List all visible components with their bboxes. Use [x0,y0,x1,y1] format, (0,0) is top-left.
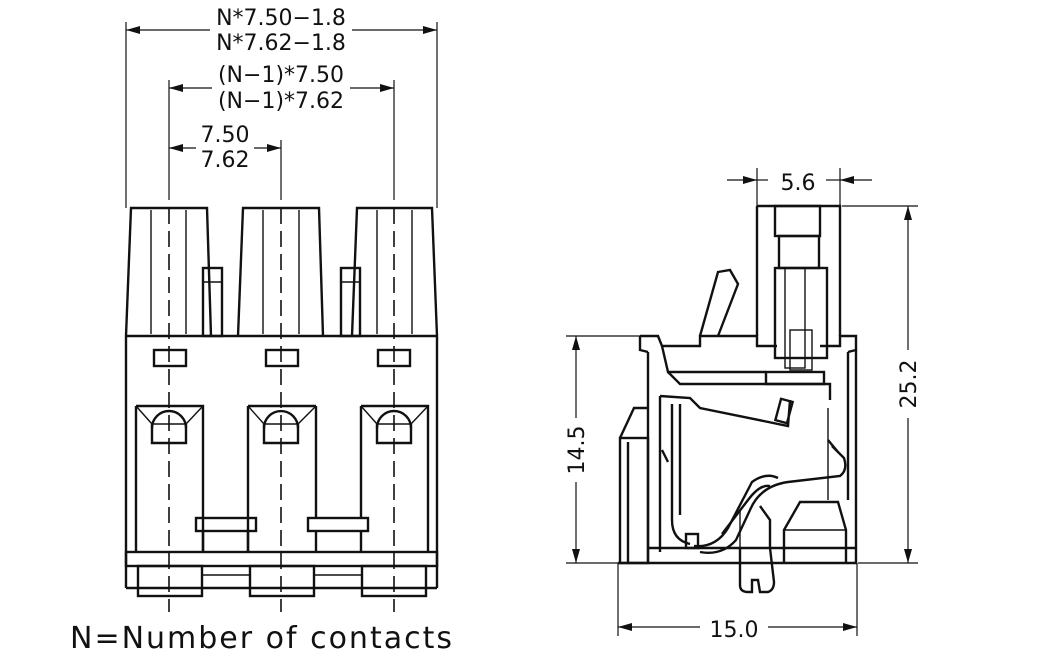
pitch-label-2: 7.62 [201,148,250,173]
total-height-dimension: 25.2 [842,205,922,564]
top-width-dimension: 5.6 [727,168,872,206]
top-width-label: 5.6 [781,171,816,196]
side-view: 5.6 25.2 14.5 [565,168,922,643]
side-base [618,500,857,594]
side-main-body [638,334,858,563]
span-dimension: (N−1)*7.50 (N−1)*7.62 [168,63,395,200]
bottom-width-label: 15.0 [710,618,759,643]
contacts-note: N=Number of contacts [70,621,454,656]
wire-entry-1 [134,404,205,552]
pitch-label-1: 7.50 [201,123,250,148]
body-height-dimension: 14.5 [565,335,640,564]
pin-centerlines [168,208,395,612]
upper-tongues [124,206,439,338]
overall-width-label-2: N*7.62−1.8 [216,31,346,56]
side-left-wall [618,406,650,565]
body-height-label: 14.5 [565,426,590,475]
front-view: N*7.50−1.8 N*7.62−1.8 (N−1)*7.50 (N−1)*7… [70,6,454,656]
bottom-width-dimension: 15.0 [617,563,858,643]
span-label-2: (N−1)*7.62 [218,89,344,114]
overall-width-label-1: N*7.50−1.8 [216,6,346,31]
pitch-dimension: 7.50 7.62 [169,123,282,200]
overall-width-dimension: N*7.50−1.8 N*7.62−1.8 [125,6,438,208]
span-label-1: (N−1)*7.50 [218,63,344,88]
wire-entry-2 [246,404,318,552]
side-top-housing [698,204,842,371]
total-height-label: 25.2 [897,360,922,409]
